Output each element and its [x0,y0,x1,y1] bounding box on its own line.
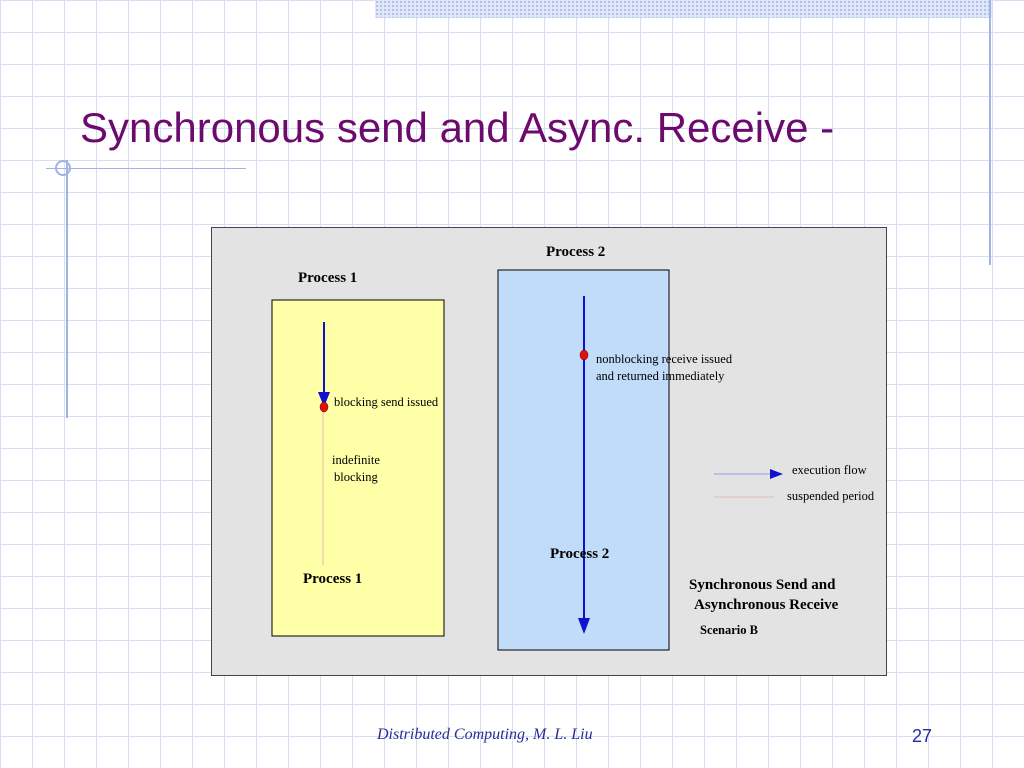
process1-top-label: Process 1 [298,270,358,286]
left-decorative-line [66,160,68,418]
page-number: 27 [912,726,933,746]
process1-arrowhead-icon [318,392,330,407]
scenario-label: Scenario B [700,623,758,637]
nonblocking-label-line1: nonblocking receive issued [596,352,733,366]
blocking-send-dot [319,401,329,413]
indefinite-blocking-line2: blocking [334,470,378,484]
legend-suspended-period-label: suspended period [787,489,875,503]
decorative-circle-icon [55,160,71,176]
process2-arrowhead-icon [578,618,590,634]
nonblocking-receive-dot [579,349,589,361]
footer-credit: Distributed Computing, M. L. Liu [377,726,593,743]
indefinite-blocking-line1: indefinite [332,453,380,467]
legend-arrowhead-icon [770,469,783,479]
process1-bottom-label: Process 1 [303,571,363,587]
caption-line2: Asynchronous Receive [694,597,839,613]
nonblocking-label-line2: and returned immediately [596,369,725,383]
right-decorative-line [989,0,991,265]
top-decorative-band [375,0,992,18]
blocking-send-label: blocking send issued [334,395,439,409]
caption-line1: Synchronous Send and [689,577,836,593]
process2-top-label: Process 2 [546,244,606,260]
process2-bottom-label: Process 2 [550,546,610,562]
title-underline [46,168,246,169]
process1-box [271,299,445,637]
legend-execution-flow-label: execution flow [792,463,867,477]
slide-title: Synchronous send and Async. Receive - [80,104,835,151]
